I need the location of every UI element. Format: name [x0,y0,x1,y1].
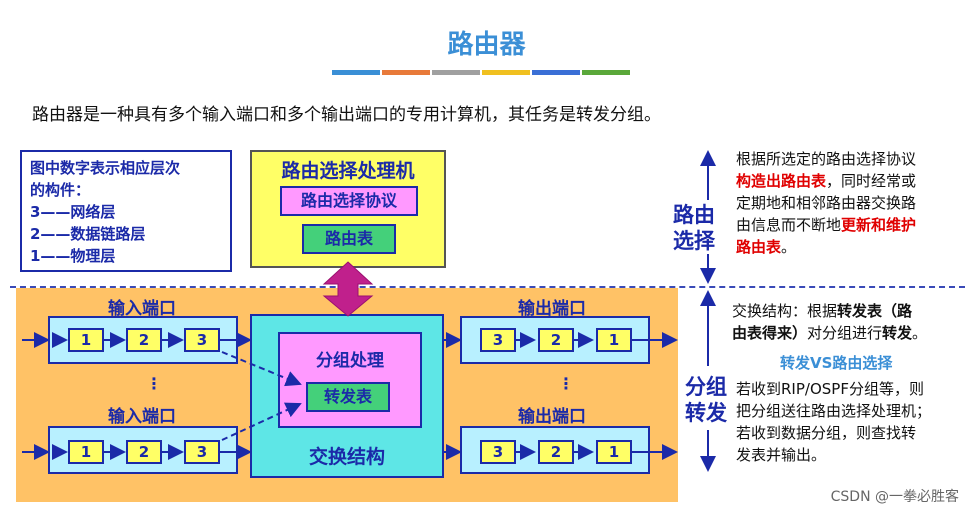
fabric-text-2-d: 转发 [882,324,913,342]
fabric-text-1: 交换结构：根据转发表（路 [732,300,970,322]
packet-processing-title: 分组处理 [316,351,384,371]
input-port-bottom: 1 2 3 [48,426,238,474]
forwarding-text-4: 发表并输出。 [736,446,827,464]
forwarding-text-3: 若收到数据分组，则查找转 [736,424,917,442]
output-layer-3-box: 3 [480,440,516,464]
legend-line-2: 的构件： [30,181,91,199]
input-layer-3-box: 3 [184,440,220,464]
color-bar-5 [532,70,580,75]
layer-legend: 图中数字表示相应层次 的构件： 3——网络层 2——数据链路层 1——物理层 [20,150,232,272]
color-bar-1 [332,70,380,75]
legend-item-network: 3——网络层 [30,203,116,221]
routing-text-1: 根据所选定的路由选择协议 [736,150,917,168]
routing-text-2-rest: ，同时经常或 [826,172,917,190]
fabric-text-2-c: 对分组进行 [807,324,883,342]
forwarding-table-box: 转发表 [306,382,390,412]
legend-line-1: 图中数字表示相应层次 [30,159,181,177]
color-bar-3 [432,70,480,75]
routing-processor: 路由选择处理机 路由选择协议 路由表 [250,150,446,268]
forwarding-label-line-1: 分组 [685,375,727,399]
forwarding-label-line-2: 转发 [685,401,727,425]
packet-processing-box: 分组处理 转发表 [278,332,422,428]
fabric-text-2-b: 由表得来） [732,324,808,342]
routing-text-4-a: 由信息而不断地 [736,216,842,234]
output-port-bottom: 3 2 1 [460,426,650,474]
output-port-label-top: 输出端口 [518,299,586,319]
color-bar-2 [382,70,430,75]
routing-text-5-rest: 。 [781,238,797,256]
routing-text-4-red: 更新和维护 [841,216,917,234]
input-layer-3-box: 3 [184,328,220,352]
legend-item-datalink: 2——数据链路层 [30,225,146,243]
legend-item-physical: 1——物理层 [30,247,116,265]
forwarding-side-label: 分组 转发 [682,374,730,426]
switch-fabric: 分组处理 转发表 交换结构 [250,314,444,478]
routing-text-2-red: 构造出路由表 [736,172,827,190]
switch-fabric-title: 交换结构 [308,446,385,468]
routing-side-label: 路由 选择 [670,202,718,254]
output-layer-3-box: 3 [480,328,516,352]
fabric-text-2: 由表得来）对分组进行转发。 [732,322,970,344]
forwarding-description: 若收到RIP/OSPF分组等，则 把分组送往路由选择处理机； 若收到数据分组，则… [736,378,970,466]
fabric-text-2-e: 。 [912,324,928,342]
output-ellipsis: ⋮ [558,374,574,393]
input-layer-1-box: 1 [68,440,104,464]
output-layer-1-box: 1 [596,328,632,352]
routing-label-line-2: 选择 [673,229,715,253]
forwarding-text-2: 把分组送往路由选择处理机； [736,402,932,420]
routing-text-4: 由信息而不断地更新和维护 [736,214,968,236]
intro-text: 路由器是一种具有多个输入端口和多个输出端口的专用计算机，其任务是转发分组。 [32,105,661,125]
routing-text-5: 路由表。 [736,236,968,258]
input-layer-2-box: 2 [126,440,162,464]
fabric-text-1-a: 交换结构：根据 [732,302,838,320]
routing-text-3: 定期地和相邻路由器交换路 [736,194,917,212]
separator-line [10,286,965,288]
color-bar-6 [582,70,630,75]
input-layer-2-box: 2 [126,328,162,352]
fabric-text-1-b: 转发表（路 [837,302,913,320]
csdn-watermark: CSDN @一拳必胜客 [830,489,959,505]
output-layer-1-box: 1 [596,440,632,464]
input-layer-1-box: 1 [68,328,104,352]
input-port-label-bottom: 输入端口 [108,407,176,427]
routing-label-line-1: 路由 [673,203,715,227]
color-bar-4 [482,70,530,75]
output-layer-2-box: 2 [538,328,574,352]
routing-processor-title: 路由选择处理机 [281,160,415,182]
forward-vs-routing-caption: 转发VS路由选择 [780,354,893,372]
input-port-top: 1 2 3 [48,316,238,364]
output-port-top: 3 2 1 [460,316,650,364]
routing-table-box: 路由表 [302,224,396,254]
routing-text-5-red: 路由表 [736,238,782,256]
output-port-label-bottom: 输出端口 [518,407,586,427]
output-layer-2-box: 2 [538,440,574,464]
routing-protocol-box: 路由选择协议 [280,186,418,216]
routing-description: 根据所选定的路由选择协议 构造出路由表，同时经常或 定期地和相邻路由器交换路 由… [736,148,968,258]
forwarding-text-1: 若收到RIP/OSPF分组等，则 [736,380,924,398]
page-title: 路由器 [447,30,526,60]
fabric-description: 交换结构：根据转发表（路 由表得来）对分组进行转发。 [732,300,970,344]
routing-text-2: 构造出路由表，同时经常或 [736,170,968,192]
input-port-label-top: 输入端口 [108,299,176,319]
input-ellipsis: ⋮ [146,374,162,393]
